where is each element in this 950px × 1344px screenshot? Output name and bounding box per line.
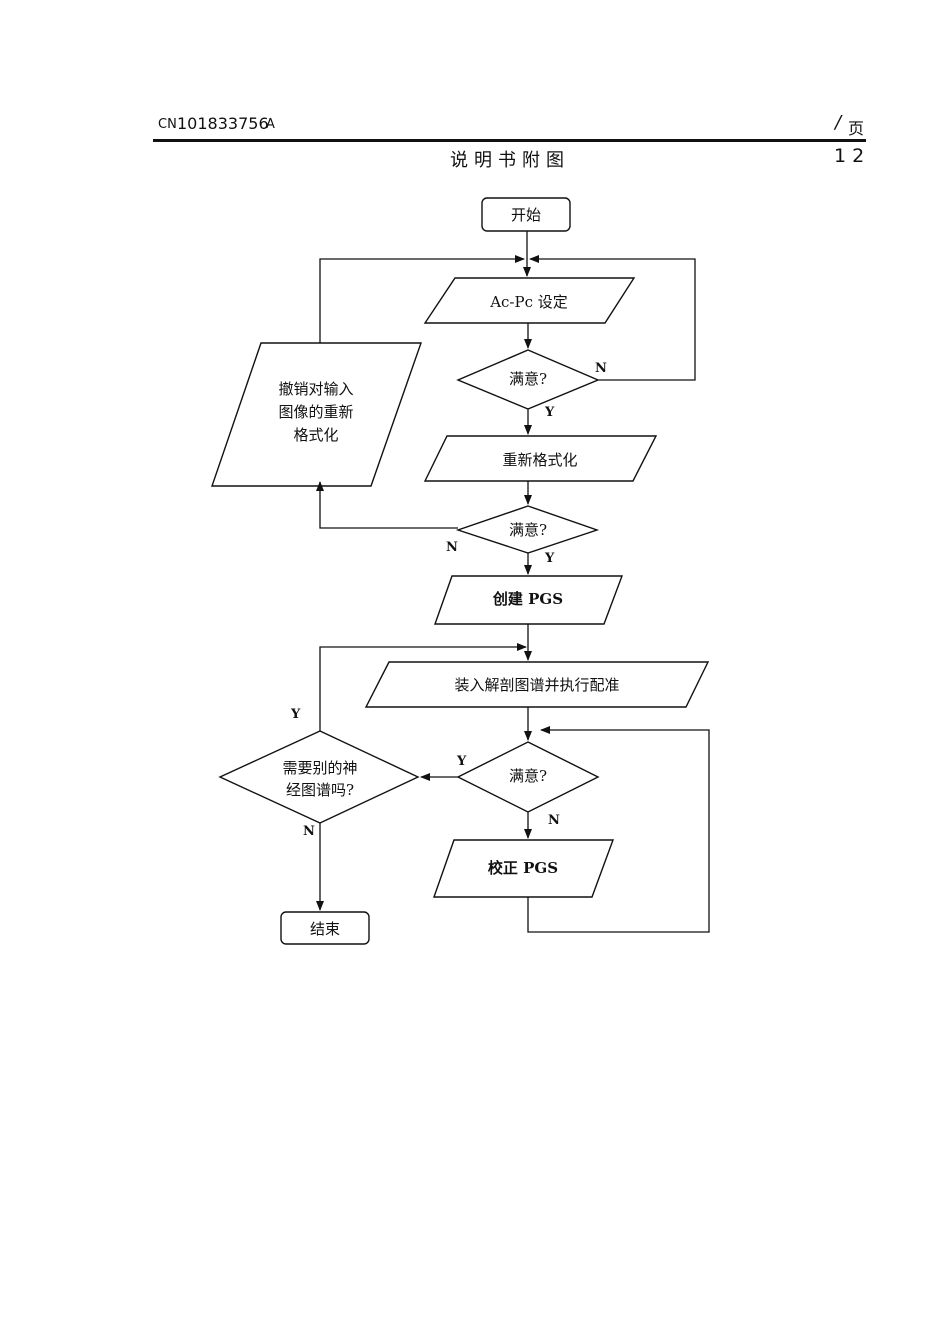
connector-undo-loop — [319, 255, 525, 343]
connector-d1-no — [529, 255, 696, 381]
publication-kind-code: A — [266, 117, 275, 132]
end-node — [280, 911, 370, 945]
reformat-node — [423, 435, 658, 482]
d1-yes-label: Y — [544, 405, 555, 420]
satisfied-label-2: 满意? — [509, 521, 547, 539]
header-rule — [153, 139, 866, 142]
page-number: 12 — [834, 145, 871, 167]
create-pgs-node — [434, 575, 624, 625]
page-slash: / — [835, 112, 842, 133]
acpc-setting-label: Ac-Pc 设定 — [489, 293, 568, 311]
need-atlas-label-line-2: 经图谱吗? — [286, 781, 354, 799]
load-atlas-node — [364, 661, 710, 708]
start-node — [481, 197, 571, 232]
start-label: 开始 — [511, 206, 541, 224]
page-label: 页 — [848, 119, 865, 138]
create-pgs-label: 创建 PGS — [492, 590, 563, 608]
satisfied-label-3: 满意? — [509, 767, 547, 785]
correct-pgs-node — [433, 839, 615, 898]
satisfied-label-1: 满意? — [509, 370, 547, 388]
d2-yes-label: Y — [544, 551, 555, 566]
d2-no-label: N — [446, 540, 458, 555]
undo-label-line-2: 图像的重新 — [278, 403, 353, 421]
need-another-atlas-decision — [218, 730, 420, 824]
d4-yes-label: Y — [290, 707, 301, 722]
need-atlas-label-line-1: 需要别的神 — [282, 759, 357, 777]
undo-reformat-node — [211, 342, 422, 487]
connector-correct-loop — [527, 726, 710, 933]
d4-no-label: N — [303, 824, 315, 839]
acpc-setting-node — [423, 277, 636, 324]
end-label: 结束 — [310, 920, 340, 938]
connector-d4-yes — [319, 643, 527, 731]
publication-number: 101833756 — [177, 114, 269, 133]
undo-label-line-1: 撤销对输入 — [278, 380, 353, 398]
connector-d2-no — [316, 481, 458, 529]
load-atlas-label: 装入解剖图谱并执行配准 — [454, 676, 619, 694]
d1-no-label: N — [595, 361, 607, 376]
correct-pgs-label: 校正 PGS — [488, 859, 558, 877]
publication-country-code: CN — [158, 117, 177, 132]
d3-yes-label: Y — [456, 754, 467, 769]
reformat-label: 重新格式化 — [502, 451, 577, 469]
undo-label-line-3: 格式化 — [293, 426, 338, 444]
section-title: 说明书附图 — [450, 150, 570, 171]
d3-no-label: N — [548, 813, 560, 828]
